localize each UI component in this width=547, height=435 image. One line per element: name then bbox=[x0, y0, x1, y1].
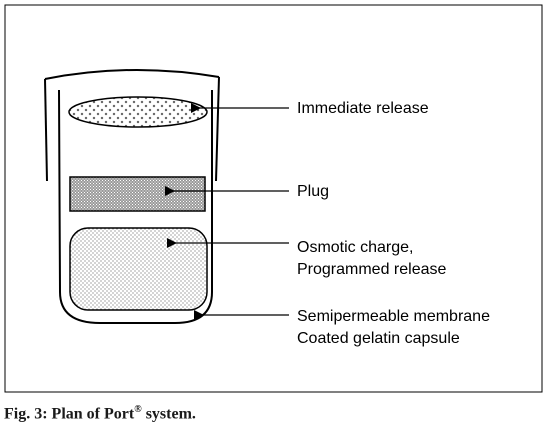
caption-suffix: system. bbox=[141, 405, 196, 423]
immediate-release-compartment bbox=[68, 96, 208, 128]
capsule-cap-right bbox=[215, 76, 220, 182]
capsule-cap-left bbox=[44, 78, 48, 182]
plug-label: Plug bbox=[297, 183, 329, 200]
figure-caption: Fig. 3: Plan of Port® system. bbox=[4, 404, 196, 423]
osmotic-charge-label: Osmotic charge, bbox=[297, 239, 413, 256]
semipermeable-membrane-label: Semipermeable membrane bbox=[297, 308, 490, 325]
osmotic-charge-compartment bbox=[69, 227, 208, 311]
immediate-release-label: Immediate release bbox=[297, 100, 429, 117]
programmed-release-label: Programmed release bbox=[297, 261, 447, 278]
capsule bbox=[44, 69, 220, 324]
capsule-body-outline bbox=[58, 89, 213, 324]
registered-mark: ® bbox=[134, 404, 142, 415]
capsule-cap-top bbox=[44, 69, 220, 80]
plug-compartment bbox=[69, 176, 206, 212]
caption-prefix: Fig. 3: Plan of Port bbox=[4, 405, 135, 423]
coated-gelatin-capsule-label: Coated gelatin capsule bbox=[297, 330, 460, 347]
figure-frame bbox=[4, 4, 543, 393]
